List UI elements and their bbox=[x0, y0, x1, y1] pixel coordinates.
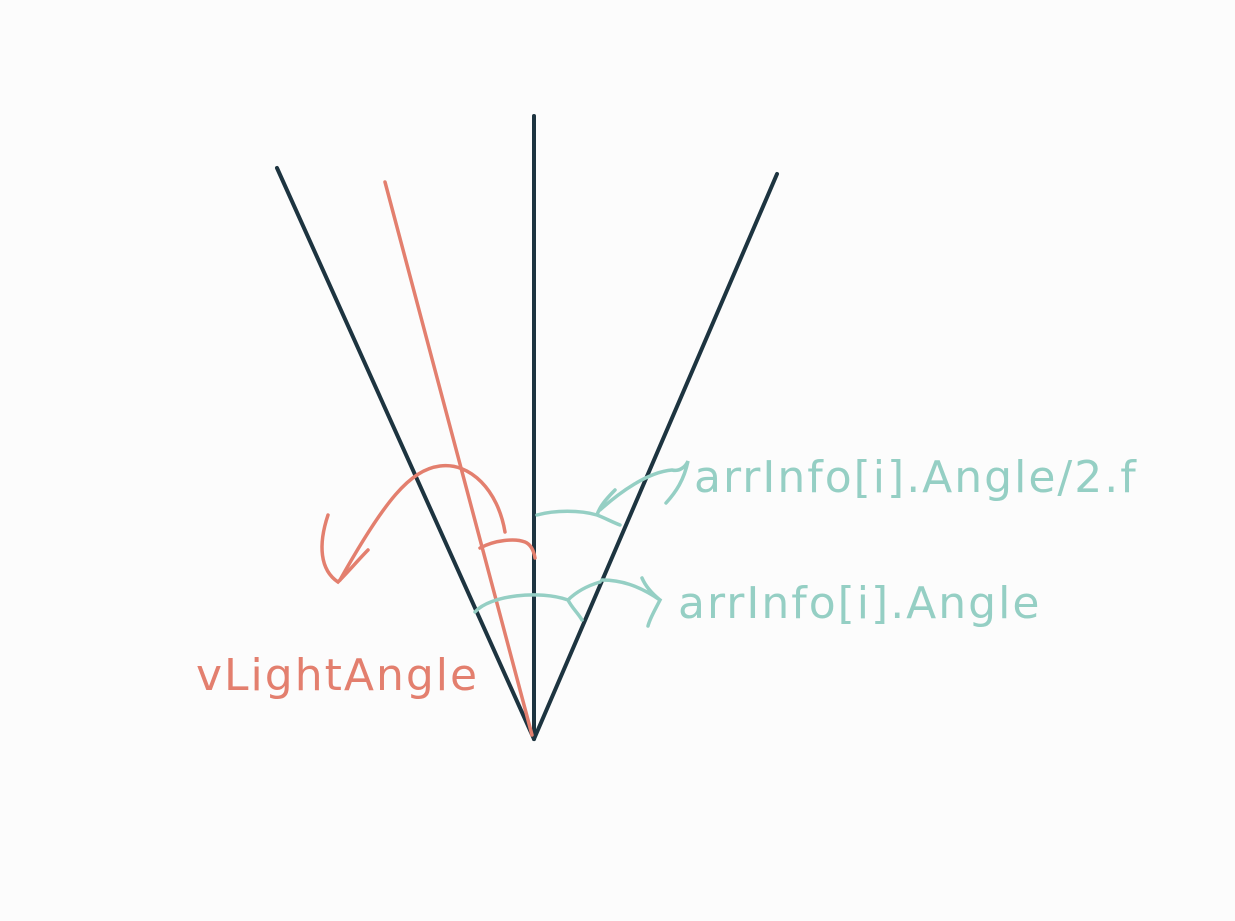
light-ray-line bbox=[383, 180, 534, 737]
light-angle-arrowhead bbox=[320, 513, 370, 585]
light-angle-label: vLightAngle bbox=[196, 650, 479, 701]
light-angle-arc bbox=[478, 538, 537, 560]
light-angle-arrow bbox=[338, 463, 507, 582]
half-angle-bracket bbox=[535, 488, 622, 527]
half-angle-label: arrInfo[i].Angle/2.f bbox=[694, 452, 1138, 503]
half-angle-leader bbox=[598, 460, 690, 512]
full-angle-bracket bbox=[473, 580, 602, 622]
cone-right-edge bbox=[532, 172, 779, 741]
full-angle-label: arrInfo[i].Angle bbox=[678, 578, 1041, 629]
full-angle-leader bbox=[600, 576, 663, 628]
cone-left-edge bbox=[275, 166, 536, 741]
